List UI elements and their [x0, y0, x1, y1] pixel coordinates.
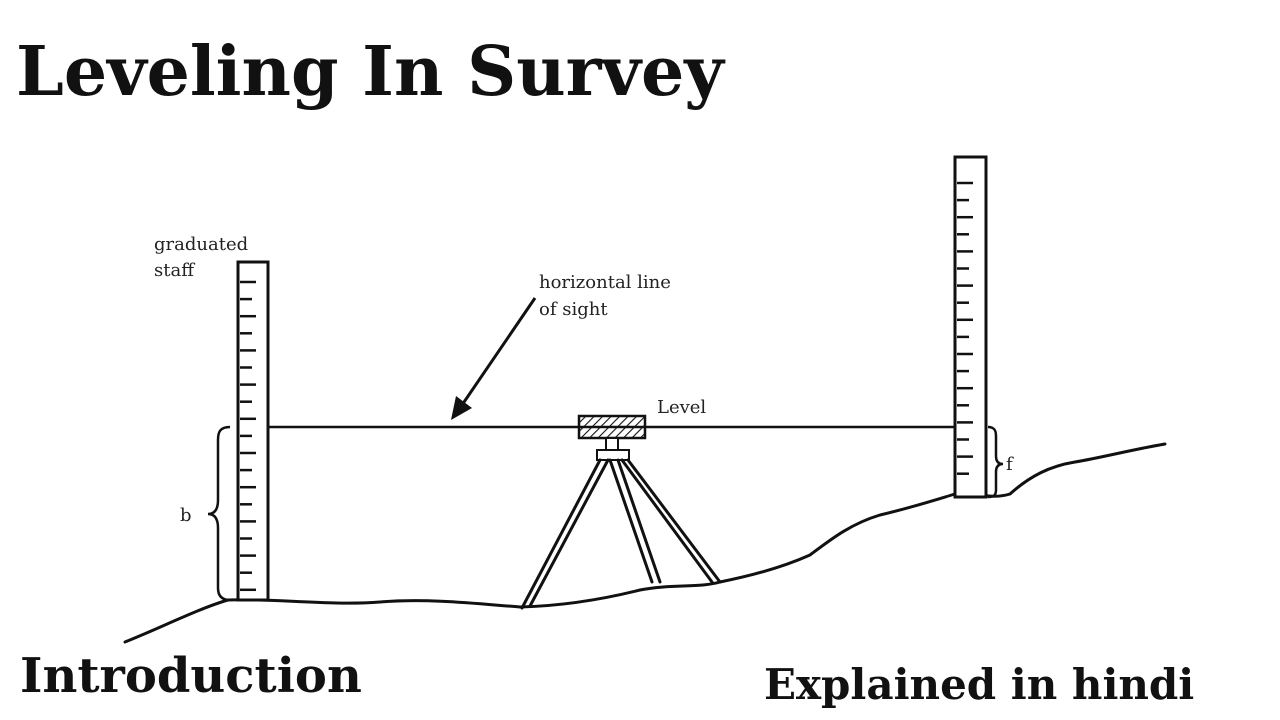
label-sight-line2: of sight	[539, 299, 608, 320]
label-f: f	[1006, 454, 1014, 475]
label-staff-line2: staff	[154, 260, 195, 281]
footer-explained: Explained in hindi	[764, 660, 1195, 709]
sight-arrow	[451, 297, 537, 420]
label-staff-line1: graduated	[154, 234, 248, 255]
page-title: Leveling In Survey	[16, 32, 724, 112]
footer-introduction: Introduction	[20, 648, 362, 704]
brace-b	[207, 425, 231, 602]
brace-f	[987, 425, 1004, 499]
label-level: Level	[657, 397, 706, 418]
label-sight-line1: horizontal line	[539, 272, 671, 293]
right-staff	[953, 155, 988, 499]
left-staff	[236, 260, 270, 602]
level-instrument	[577, 414, 647, 461]
label-b: b	[180, 505, 192, 526]
tripod	[520, 458, 722, 610]
